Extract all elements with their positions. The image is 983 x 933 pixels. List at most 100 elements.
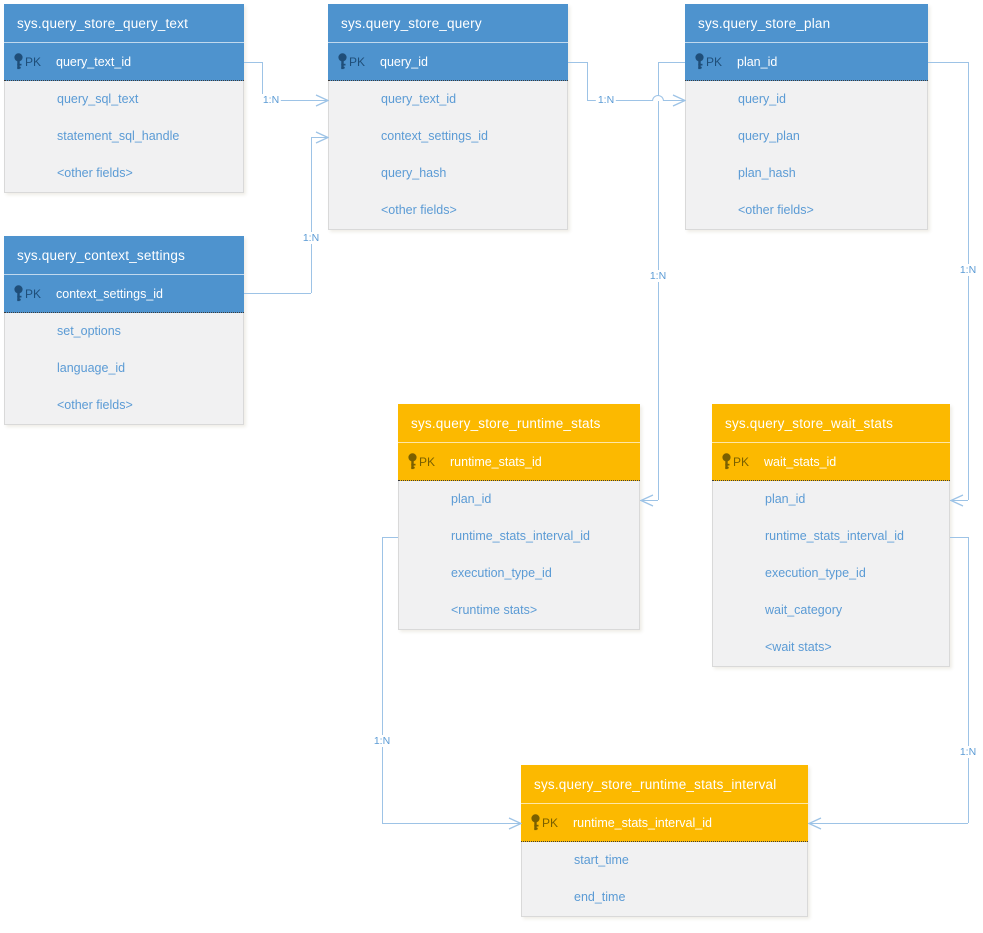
connector-segment: [262, 100, 328, 101]
connector-segment: [950, 537, 968, 538]
arrowhead-right-icon: [508, 817, 523, 830]
primary-key-icon: [721, 453, 732, 470]
table-title: sys.query_store_runtime_stats_interval: [521, 765, 808, 804]
table-body: set_options language_id <other fields>: [4, 313, 244, 425]
table-body: start_time end_time: [521, 842, 808, 917]
pk-label: PK: [349, 54, 366, 69]
connector-segment: [640, 500, 658, 501]
connector-segment: [311, 137, 312, 293]
connector-line-hop: [652, 95, 664, 101]
pk-label: PK: [419, 454, 436, 469]
primary-key-row: PK plan_id: [685, 43, 928, 81]
table-title: sys.query_store_query_text: [4, 4, 244, 43]
field-row: execution_type_id: [765, 566, 866, 580]
pk-label: PK: [733, 454, 750, 469]
field-row: query_plan: [738, 129, 800, 143]
field-row: execution_type_id: [451, 566, 552, 580]
field-row: query_sql_text: [57, 92, 139, 106]
table-sys-query-store-wait-stats: sys.query_store_wait_stats PK wait_stats…: [712, 404, 950, 667]
table-body: plan_id runtime_stats_interval_id execut…: [398, 481, 640, 630]
table-sys-query-store-query: sys.query_store_query PK query_id query_…: [328, 4, 568, 230]
table-body: query_sql_text statement_sql_handle <oth…: [4, 81, 244, 193]
pk-label: PK: [706, 54, 723, 69]
pk-field-name: wait_stats_id: [764, 454, 837, 469]
connector-segment: [968, 537, 969, 823]
table-body: plan_id runtime_stats_interval_id execut…: [712, 481, 950, 667]
field-row: context_settings_id: [381, 129, 489, 143]
field-row: wait_category: [765, 603, 843, 617]
table-sys-query-context-settings: sys.query_context_settings PK context_se…: [4, 236, 244, 425]
arrowhead-right-icon: [315, 131, 330, 144]
cardinality-label: 1:N: [957, 264, 979, 276]
connector-segment: [950, 500, 968, 501]
primary-key-icon: [13, 285, 24, 302]
pk-field-name: query_text_id: [56, 54, 132, 69]
field-row: <other fields>: [738, 203, 814, 217]
field-row: runtime_stats_interval_id: [451, 529, 590, 543]
field-row: <other fields>: [57, 398, 133, 412]
primary-key-icon: [337, 53, 348, 70]
table-body: query_id query_plan plan_hash <other fie…: [685, 81, 928, 230]
connector-segment: [568, 62, 587, 63]
arrowhead-right-icon: [315, 94, 330, 107]
connector-segment: [808, 823, 968, 824]
primary-key-row: PK runtime_stats_id: [398, 443, 640, 481]
connector-segment: [382, 537, 398, 538]
connector-segment: [382, 823, 521, 824]
field-row: statement_sql_handle: [57, 129, 180, 143]
field-row: <runtime stats>: [451, 603, 538, 617]
cardinality-label: 1:N: [371, 735, 393, 747]
primary-key-icon: [13, 53, 24, 70]
arrowhead-right-icon: [672, 94, 687, 107]
pk-field-name: query_id: [380, 54, 428, 69]
pk-field-name: context_settings_id: [56, 286, 164, 301]
connector-segment: [382, 537, 383, 823]
connector-segment: [658, 62, 685, 63]
connector-segment: [587, 62, 588, 100]
table-sys-query-store-plan: sys.query_store_plan PK plan_id query_id…: [685, 4, 928, 230]
field-row: language_id: [57, 361, 126, 375]
field-row: start_time: [574, 853, 629, 867]
primary-key-icon: [694, 53, 705, 70]
connector-segment: [587, 100, 685, 101]
table-body: query_text_id context_settings_id query_…: [328, 81, 568, 230]
table-title: sys.query_context_settings: [4, 236, 244, 275]
field-row: <other fields>: [381, 203, 457, 217]
table-title: sys.query_store_plan: [685, 4, 928, 43]
connector-segment: [244, 293, 311, 294]
cardinality-label: 1:N: [957, 746, 979, 758]
primary-key-row: PK query_text_id: [4, 43, 244, 81]
cardinality-label: 1:N: [300, 232, 322, 244]
pk-label: PK: [25, 286, 42, 301]
table-title: sys.query_store_query: [328, 4, 568, 43]
field-row: plan_id: [451, 492, 492, 506]
connector-segment: [244, 62, 262, 63]
field-row: plan_hash: [738, 166, 796, 180]
table-sys-query-store-runtime-stats-interval: sys.query_store_runtime_stats_interval P…: [521, 765, 808, 917]
field-row: runtime_stats_interval_id: [765, 529, 904, 543]
cardinality-label: 1:N: [260, 94, 282, 106]
connector-segment: [968, 62, 969, 500]
table-title: sys.query_store_wait_stats: [712, 404, 950, 443]
pk-field-name: runtime_stats_interval_id: [573, 815, 712, 830]
primary-key-row: PK query_id: [328, 43, 568, 81]
field-row: <other fields>: [57, 166, 133, 180]
primary-key-row: PK runtime_stats_interval_id: [521, 804, 808, 842]
connector-segment: [311, 137, 328, 138]
primary-key-icon: [407, 453, 418, 470]
field-row: set_options: [57, 324, 121, 338]
primary-key-row: PK context_settings_id: [4, 275, 244, 313]
pk-field-name: runtime_stats_id: [450, 454, 542, 469]
primary-key-icon: [530, 814, 541, 831]
cardinality-label: 1:N: [647, 270, 669, 282]
field-row: end_time: [574, 890, 626, 904]
connector-segment: [928, 62, 968, 63]
field-row: query_text_id: [381, 92, 457, 106]
pk-label: PK: [25, 54, 42, 69]
field-row: plan_id: [765, 492, 806, 506]
pk-field-name: plan_id: [737, 54, 778, 69]
pk-label: PK: [542, 815, 559, 830]
field-row: query_hash: [381, 166, 447, 180]
table-title: sys.query_store_runtime_stats: [398, 404, 640, 443]
